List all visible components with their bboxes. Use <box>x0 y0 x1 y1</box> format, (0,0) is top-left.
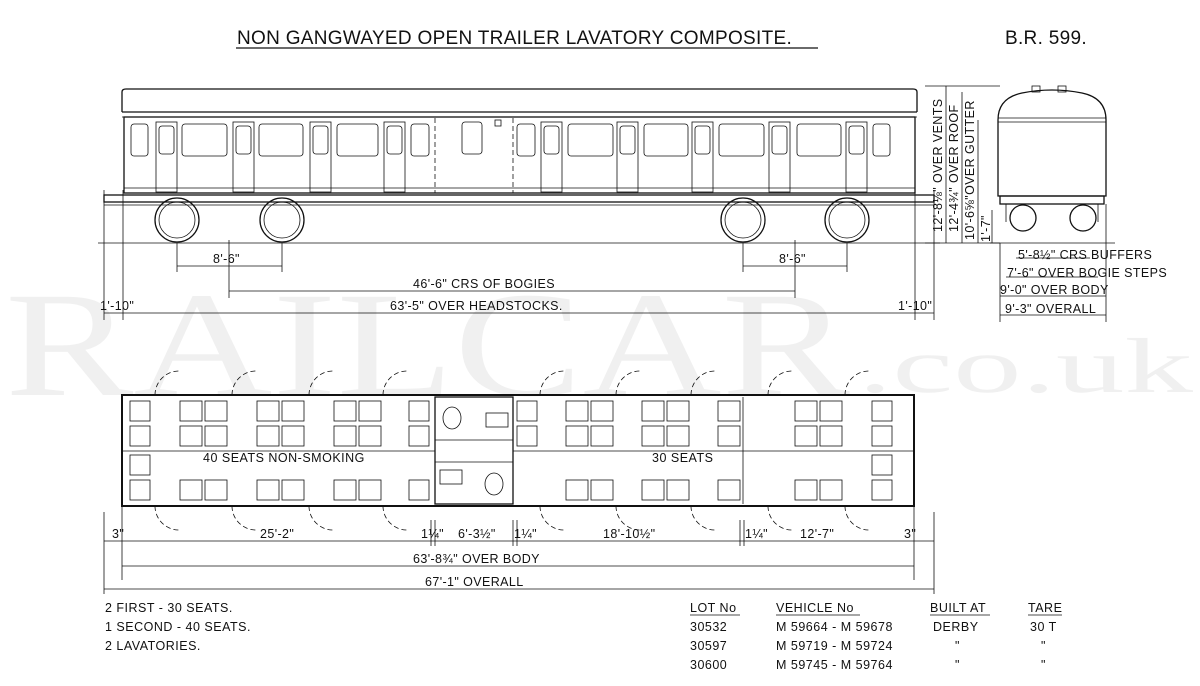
lot-table: LOT No VEHICLE No BUILT AT TARE 30532 M … <box>690 601 1062 672</box>
lot-cell: 30600 <box>690 658 727 672</box>
dim-bogie-wheelbase-right: 8'-6" <box>779 252 806 266</box>
watermark-main: RAILCAR <box>5 262 850 428</box>
dim-bogie-wheelbase-left: 8'-6" <box>213 252 240 266</box>
lot-cell: " <box>955 639 960 653</box>
saloon-label-30: 30 SEATS <box>652 451 713 465</box>
wheel <box>824 197 870 243</box>
lot-header-vehicle: VEHICLE No <box>776 601 854 615</box>
lavatory-block <box>434 396 514 505</box>
dim-plan-partition-1: 1¼" <box>421 527 444 541</box>
dim-end-overall: 9'-3" OVERALL <box>1005 302 1096 316</box>
lot-cell: 30532 <box>690 620 727 634</box>
door-6 <box>616 121 639 193</box>
wheel <box>720 197 766 243</box>
wash-basin <box>485 412 509 428</box>
plan-door-swings <box>154 370 870 531</box>
accommodation-line: 2 LAVATORIES. <box>105 639 201 653</box>
lot-cell: 30 T <box>1030 620 1057 634</box>
dim-over-roof: 12'-4¾" OVER ROOF <box>947 104 961 232</box>
dim-crs-buffers: 5'-8½" CRS BUFFERS <box>1018 248 1152 262</box>
drawing-title: NON GANGWAYED OPEN TRAILER LAVATORY COMP… <box>237 28 792 49</box>
lot-cell: DERBY <box>933 620 979 634</box>
door-9 <box>845 121 868 193</box>
lot-cell: M 59745 - M 59764 <box>776 658 893 672</box>
dim-rail-to-step: 1'-7" <box>979 215 993 242</box>
end-wheel <box>1069 204 1097 232</box>
dim-plan-partition-3: 1¼" <box>745 527 768 541</box>
body-side <box>123 116 916 194</box>
dim-headstocks: 63'-5" OVER HEADSTOCKS. <box>390 299 563 313</box>
plan-seats <box>129 400 893 501</box>
plan-body <box>121 394 915 507</box>
dim-end-over-body: 9'-0" OVER BODY <box>1000 283 1109 297</box>
wc-pan <box>484 472 504 496</box>
door-1 <box>155 121 178 193</box>
dim-bogie-steps: 7'-6" OVER BOGIE STEPS <box>1007 266 1167 280</box>
wheel <box>259 197 305 243</box>
door-8 <box>768 121 791 193</box>
end-elevation: 12'-8⅛" OVER VENTS 12'-4¾" OVER ROOF 10'… <box>925 85 1167 322</box>
lavatory-window <box>461 121 483 155</box>
lot-header-lot: LOT No <box>690 601 737 615</box>
side-elevation: 8'-6" 8'-6" 46'-6" CRS OF BOGIES 63'-5" … <box>98 88 940 320</box>
lot-cell: M 59664 - M 59678 <box>776 620 893 634</box>
dim-over-gutter: 10'-6⅝"OVER GUTTER <box>963 100 977 240</box>
diagram-reference: B.R. 599. <box>1005 28 1087 49</box>
lot-cell: " <box>955 658 960 672</box>
dim-buffer-left: 1'-10" <box>100 299 134 313</box>
end-profile <box>997 89 1107 197</box>
door-3 <box>309 121 332 193</box>
dim-plan-overall: 67'-1" OVERALL <box>425 575 524 589</box>
dim-over-vents: 12'-8⅛" OVER VENTS <box>931 98 945 232</box>
dim-plan-lavatory: 6'-3½" <box>458 527 496 541</box>
dim-plan-saloon-right-b: 12'-7" <box>800 527 834 541</box>
lot-cell: " <box>1041 639 1046 653</box>
lot-header-tare: TARE <box>1028 601 1062 615</box>
roof-outline <box>121 88 918 112</box>
dim-bogie-centres: 46'-6" CRS OF BOGIES <box>413 277 555 291</box>
accommodation-line: 1 SECOND - 40 SEATS. <box>105 620 251 634</box>
plan-view: 40 SEATS NON-SMOKING 30 SEATS 3" 25'-2" … <box>103 370 935 594</box>
accommodation-line: 2 FIRST - 30 SEATS. <box>105 601 233 615</box>
dim-buffer-right: 1'-10" <box>898 299 932 313</box>
side-windows <box>130 118 891 193</box>
lot-cell: " <box>1041 658 1046 672</box>
door-4 <box>383 121 406 193</box>
dim-plan-end-right: 3" <box>904 527 916 541</box>
dim-plan-partition-2: 1¼" <box>514 527 537 541</box>
wc-pan <box>442 406 462 430</box>
dim-plan-saloon-right-a: 18'-10½" <box>603 527 655 541</box>
roof-vent <box>1031 85 1041 93</box>
dim-plan-over-body: 63'-8¾" OVER BODY <box>413 552 540 566</box>
dim-plan-end-left: 3" <box>112 527 124 541</box>
wash-basin <box>439 469 463 485</box>
door-5 <box>540 121 563 193</box>
roof-vent <box>1057 85 1067 93</box>
wheel <box>154 197 200 243</box>
bogie-wheels <box>154 197 870 298</box>
dim-plan-saloon-left: 25'-2" <box>260 527 294 541</box>
lot-cell: 30597 <box>690 639 727 653</box>
solebar <box>103 194 935 203</box>
end-wheel <box>1009 204 1037 232</box>
lot-header-built: BUILT AT <box>930 601 986 615</box>
door-2 <box>232 121 255 193</box>
saloon-label-non-smoking: 40 SEATS NON-SMOKING <box>203 451 365 465</box>
accommodation-summary: 2 FIRST - 30 SEATS. 1 SECOND - 40 SEATS.… <box>105 601 251 653</box>
lot-cell: M 59719 - M 59724 <box>776 639 893 653</box>
watermark: RAILCAR .co.uk <box>5 262 1193 428</box>
door-7 <box>691 121 714 193</box>
